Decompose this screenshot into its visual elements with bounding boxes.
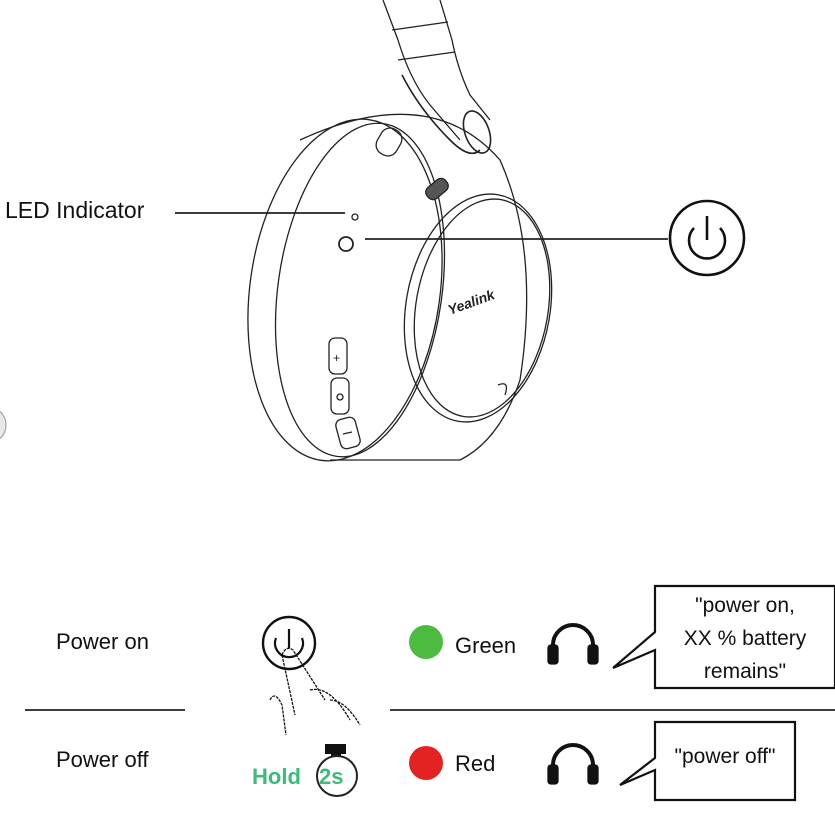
led-indicator-label: LED Indicator: [5, 197, 145, 223]
prompt-line: remains": [703, 660, 787, 683]
speech-bubble-power-on: [612, 584, 835, 690]
power-off-label: Power off: [56, 747, 149, 772]
headphones-icon: [547, 623, 599, 665]
volume-up-button: [328, 337, 348, 375]
headband: [382, 0, 461, 141]
hold-label: Hold: [252, 764, 301, 789]
power-icon: [668, 199, 746, 277]
earcup-outer: [247, 118, 443, 462]
led-dot: [351, 213, 359, 221]
red-led-icon: [409, 746, 443, 780]
volume-down-button: [335, 416, 361, 450]
prompt-line: XX % battery: [683, 627, 807, 650]
brand-logo: Yealink: [446, 286, 498, 318]
stopwatch-icon: [316, 744, 358, 797]
red-label: Red: [455, 751, 496, 776]
power-off-prompt: "power off": [658, 740, 792, 773]
edge-circle: [0, 410, 7, 440]
speech-bubble-power-off: [619, 720, 797, 802]
hold-duration: 2s: [319, 764, 344, 789]
hand-press-power-icon: [261, 615, 361, 736]
mic-grille: [425, 177, 449, 201]
power-on-label: Power on: [56, 629, 149, 654]
power-on-prompt: "power on, XX % battery remains": [660, 589, 830, 688]
prompt-line: "power on,: [695, 594, 795, 617]
multifunction-button: [330, 377, 350, 415]
power-button: [338, 236, 354, 252]
headphones-icon: [547, 743, 599, 785]
green-label: Green: [455, 633, 517, 658]
earcup-faceplate: [403, 193, 553, 423]
prompt-line: "power off": [674, 745, 776, 768]
top-button: [375, 127, 403, 157]
green-led-icon: [409, 625, 443, 659]
svg-text:+: +: [333, 351, 340, 365]
